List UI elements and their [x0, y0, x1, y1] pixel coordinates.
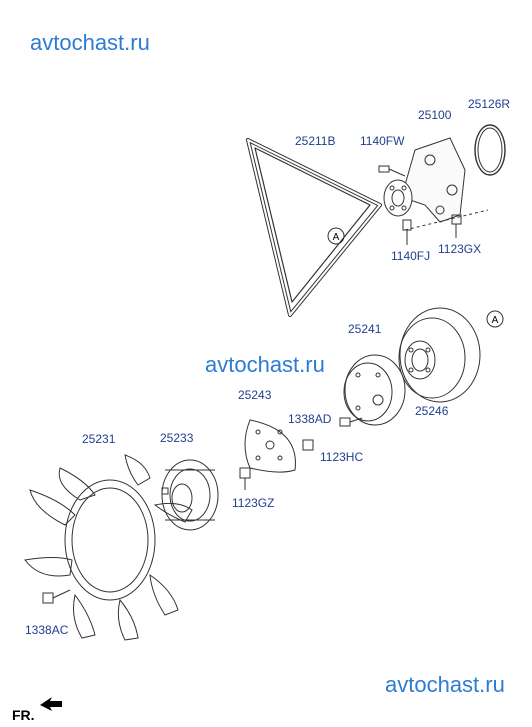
watermark-middle: avtochast.ru	[205, 352, 325, 377]
label-1338ac[interactable]: 1338AC	[25, 623, 69, 637]
label-25241[interactable]: 25241	[348, 322, 382, 336]
cooling-fan	[24, 454, 193, 641]
front-arrow-icon	[40, 697, 62, 711]
bolt-1123hc	[339, 417, 363, 427]
label-25126r[interactable]: 25126R	[468, 97, 511, 111]
label-25100[interactable]: 25100	[418, 108, 452, 122]
bolt-1140fw	[378, 165, 406, 177]
label-1123hc[interactable]: 1123HC	[320, 450, 364, 464]
ref-marker-a-pulley-text: A	[492, 315, 499, 326]
label-25246[interactable]: 25246	[415, 404, 449, 418]
bolt-1123gz	[239, 467, 251, 490]
watermark-top: avtochast.ru	[30, 30, 150, 55]
watermark-bottom: avtochast.ru	[385, 672, 505, 697]
label-25231[interactable]: 25231	[82, 432, 116, 446]
bolt-1123gx	[451, 214, 462, 238]
nut-1338ac	[42, 589, 71, 604]
bolt-1140fj	[402, 219, 412, 245]
drive-belt	[246, 138, 382, 317]
ref-marker-a-belt-text: A	[333, 232, 340, 243]
label-1140fj[interactable]: 1140FJ	[391, 249, 431, 263]
label-25243[interactable]: 25243	[238, 388, 272, 402]
label-1123gx[interactable]: 1123GX	[438, 242, 482, 256]
o-ring	[474, 124, 506, 176]
ref-marker-a-pulley	[486, 310, 504, 328]
ref-marker-a-belt	[327, 227, 345, 245]
nut-1338ad	[302, 439, 314, 451]
label-1140fw[interactable]: 1140FW	[360, 134, 405, 148]
fan-pulley	[343, 354, 406, 426]
label-25233[interactable]: 25233	[160, 431, 194, 445]
crank-pulley	[398, 307, 481, 403]
label-1123gz[interactable]: 1123GZ	[232, 496, 275, 510]
label-1338ad[interactable]: 1338AD	[288, 412, 332, 426]
water-pump	[383, 137, 466, 223]
front-label: FR.	[12, 707, 35, 723]
label-25211b[interactable]: 25211B	[295, 134, 336, 148]
fan-clutch	[161, 459, 219, 531]
spacer-plate	[244, 419, 296, 473]
